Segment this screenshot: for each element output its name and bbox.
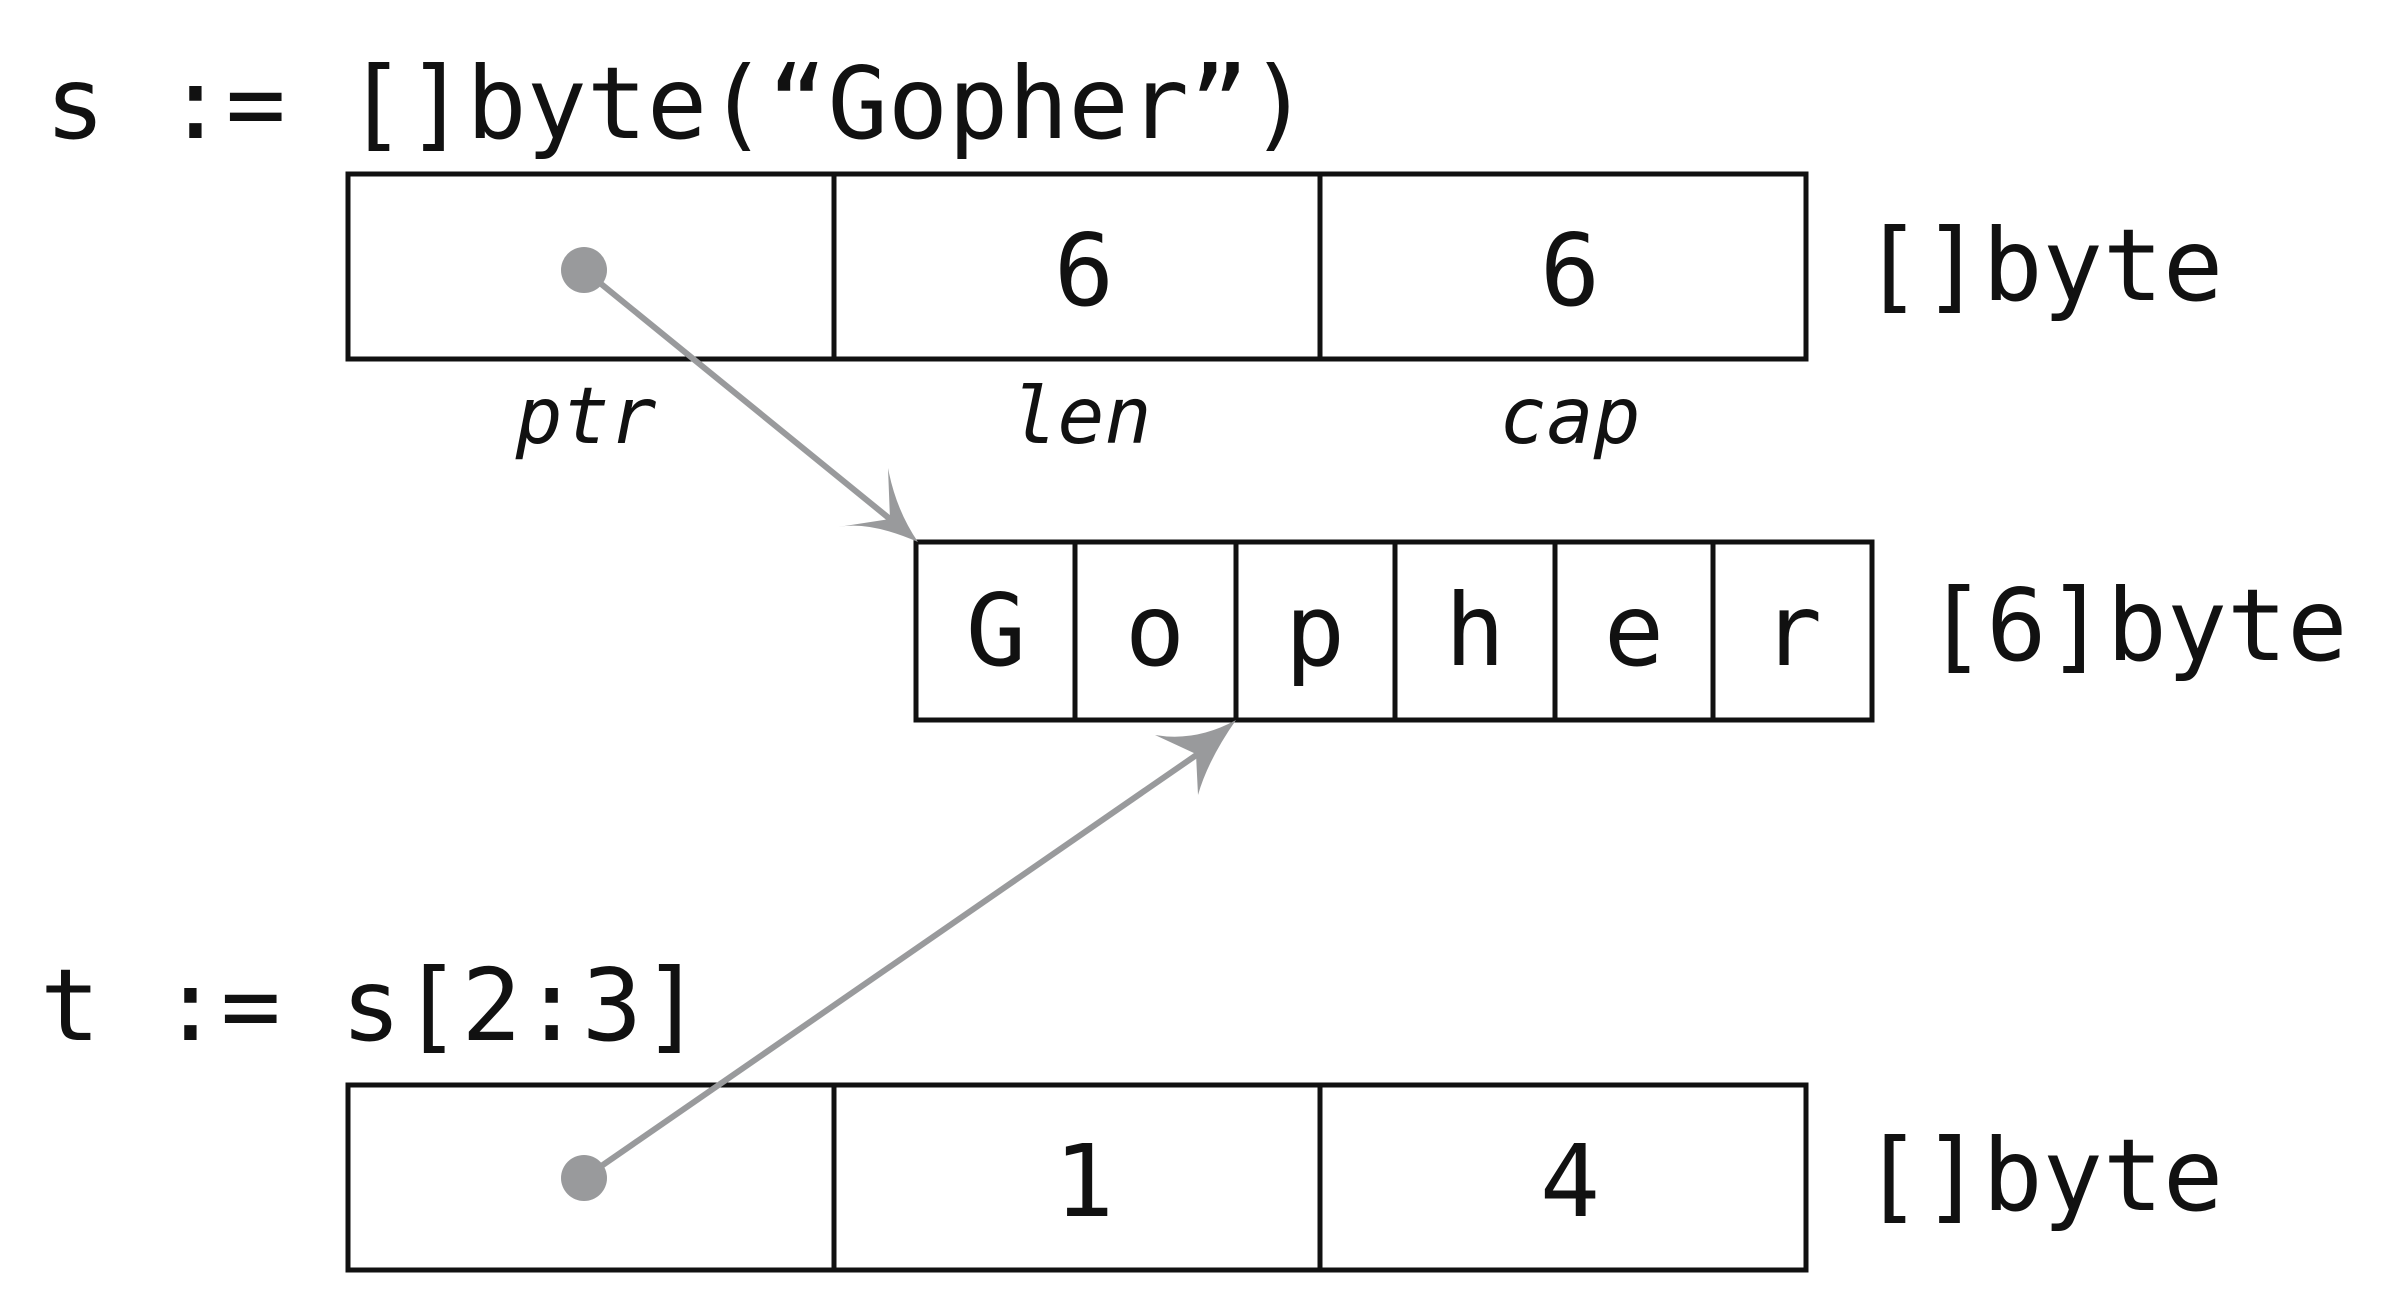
t-pointer-arrow	[561, 720, 1236, 1201]
array-cell: G	[966, 572, 1026, 689]
t-len-value: 1	[1054, 1123, 1114, 1240]
array-cell: o	[1125, 572, 1185, 689]
t-declaration: t := s[2:3]	[40, 947, 702, 1064]
underlying-array: G o p h e r	[913, 539, 1875, 723]
t-slice-header: 1 4	[345, 1082, 1809, 1273]
s-slice-header: 6 6	[345, 171, 1809, 362]
array-type-label: [6]byte	[1926, 567, 2347, 684]
s-type-label: []byte	[1862, 207, 2223, 324]
array-cell: r	[1762, 572, 1822, 689]
t-cap-value: 4	[1540, 1123, 1600, 1240]
t-type-label: []byte	[1862, 1117, 2223, 1234]
array-cell: h	[1445, 572, 1505, 689]
s-len-value: 6	[1054, 212, 1114, 329]
s-pointer-dot	[561, 247, 607, 293]
s-cap-value: 6	[1540, 212, 1600, 329]
t-pointer-dot	[561, 1155, 607, 1201]
t-arrowhead	[1155, 720, 1236, 795]
ptr-field-label: ptr	[515, 372, 657, 462]
array-cell: e	[1604, 572, 1664, 689]
s-pointer-arrow	[561, 247, 918, 542]
s-declaration: s := []byte(“Gopher”)	[45, 45, 1309, 162]
array-cell: p	[1285, 572, 1345, 689]
len-field-label: len	[1011, 372, 1152, 462]
s-arrowhead	[838, 468, 918, 542]
cap-field-label: cap	[1500, 372, 1641, 462]
